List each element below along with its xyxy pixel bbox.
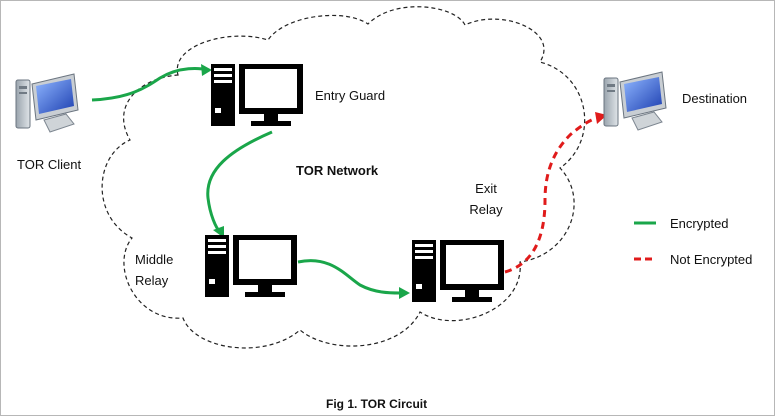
link-entry-middle [206, 130, 273, 234]
entry-guard-server-icon [211, 64, 303, 126]
tor-network-cloud [101, 6, 586, 349]
exit-relay-label-line2: Relay [469, 202, 503, 217]
link-client-entry [91, 66, 209, 102]
link-exit-destination [504, 116, 599, 274]
tor-network-label: TOR Network [296, 163, 379, 178]
link-middle-exit [297, 259, 401, 295]
middle-relay-server-icon [205, 235, 297, 297]
tor-client-computer-icon [15, 73, 79, 133]
exit-relay-label: Exit Relay [466, 180, 506, 218]
tor-client-label: TOR Client [17, 157, 82, 172]
figure-caption: Fig 1. TOR Circuit [326, 397, 428, 411]
legend-not-encrypted-label: Not Encrypted [670, 252, 753, 267]
legend-encrypted-label: Encrypted [670, 216, 729, 231]
destination-label: Destination [682, 91, 748, 106]
middle-relay-label: Middle Relay [135, 251, 173, 289]
exit-relay-label-line1: Exit [475, 181, 497, 196]
arrowhead-exit [399, 287, 410, 299]
exit-relay-server-icon [412, 240, 504, 302]
entry-guard-label: Entry Guard [315, 88, 386, 103]
middle-relay-label-line1: Middle [135, 252, 174, 267]
destination-computer-icon [603, 71, 667, 131]
arrowhead-entry [201, 64, 212, 76]
middle-relay-label-line2: Relay [135, 273, 169, 288]
